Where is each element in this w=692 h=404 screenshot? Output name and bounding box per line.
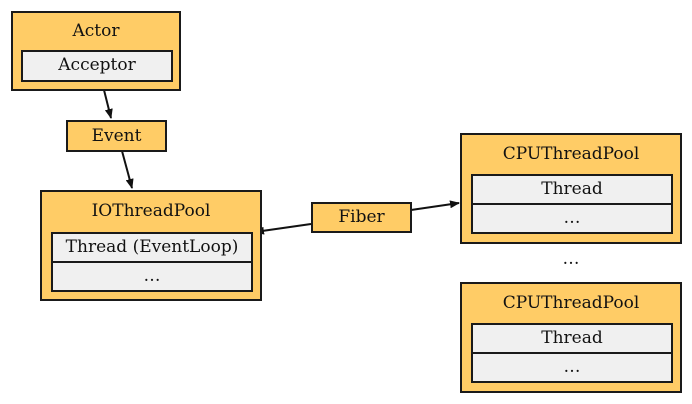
between-pools-ellipsis: …	[562, 249, 580, 269]
cpu1-ellipsis-label: …	[563, 208, 581, 228]
event-label: Event	[91, 126, 142, 146]
actor-node: Actor Acceptor	[11, 11, 181, 91]
cpu2-thread-row-label: Thread	[541, 328, 603, 348]
cpu1-ellipsis-row: …	[471, 203, 673, 234]
cpu-thread-pool-title-1: CPUThreadPool	[502, 144, 640, 164]
cpu-thread-pool-node-1: CPUThreadPool Thread …	[460, 133, 682, 244]
fiber-label: Fiber	[338, 207, 385, 227]
io-thread-pool-node: IOThreadPool Thread (EventLoop) …	[40, 190, 262, 301]
io-thread-row-label: Thread (EventLoop)	[65, 237, 239, 257]
cpu1-thread-row-label: Thread	[541, 179, 603, 199]
fiber-node: Fiber	[311, 202, 412, 233]
io-ellipsis-row: …	[51, 261, 253, 292]
cpu-thread-pool-node-2: CPUThreadPool Thread …	[460, 282, 682, 393]
cpu2-thread-row: Thread	[471, 323, 673, 354]
cpu-thread-pool-title-2: CPUThreadPool	[502, 293, 640, 313]
edge-event-iopool	[121, 150, 134, 189]
edge-fiber-cpupool	[410, 200, 460, 211]
acceptor-box: Acceptor	[21, 50, 173, 82]
io-thread-pool-title: IOThreadPool	[91, 201, 211, 221]
io-thread-row: Thread (EventLoop)	[51, 232, 253, 263]
event-node: Event	[66, 120, 167, 152]
cpu2-ellipsis-row: …	[471, 352, 673, 383]
cpu1-thread-row: Thread	[471, 174, 673, 205]
cpu2-ellipsis-label: …	[563, 357, 581, 377]
acceptor-label: Acceptor	[58, 55, 136, 75]
edge-fiber-iopool	[254, 223, 312, 235]
actor-title: Actor	[72, 21, 120, 41]
io-ellipsis-label: …	[143, 266, 161, 286]
